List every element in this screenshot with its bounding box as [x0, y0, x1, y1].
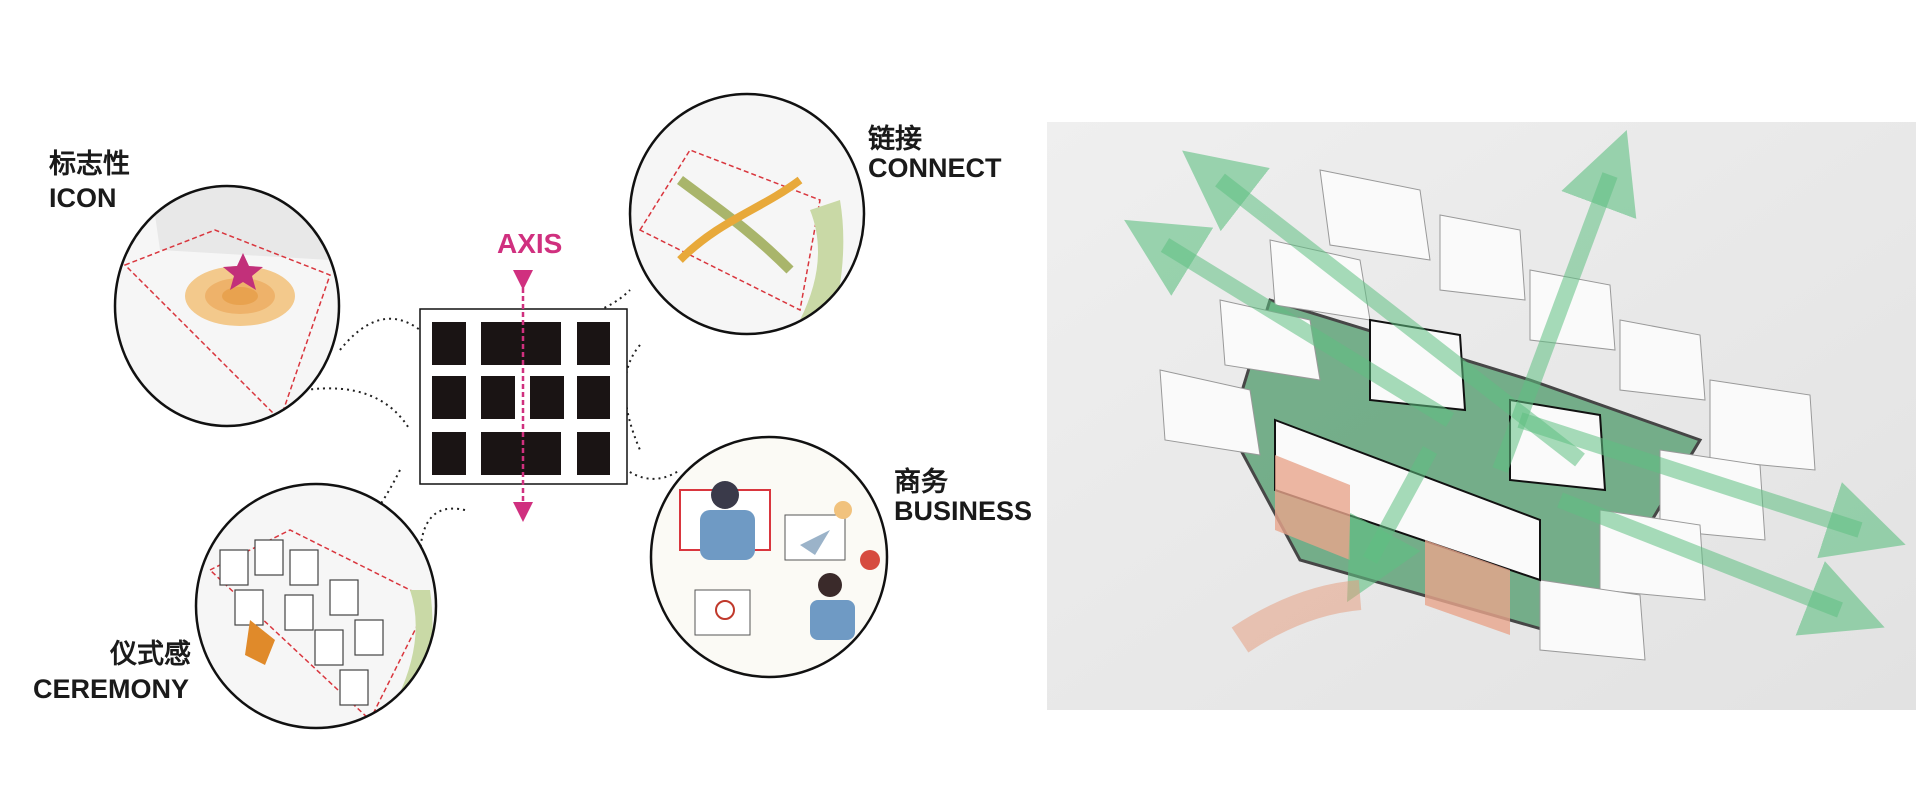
- business-label-cn: 商务: [894, 467, 948, 497]
- connect-label-en: CONNECT: [868, 153, 1002, 183]
- icon-label-cn: 标志性: [49, 149, 130, 179]
- business-label-en: BUSINESS: [894, 496, 1033, 526]
- connect-label-cn: 链接: [868, 124, 922, 154]
- massing-render: [1047, 122, 1916, 710]
- business-illustration: [649, 435, 889, 679]
- ceremony-illustration: [194, 482, 438, 730]
- connect-illustration: [628, 92, 866, 336]
- icon-label-en: ICON: [49, 183, 117, 213]
- axis-grid-diagram: [419, 270, 628, 522]
- axis-label: AXIS: [497, 228, 563, 259]
- icon-illustration: [113, 184, 341, 428]
- ceremony-label-cn: 仪式感: [110, 639, 191, 669]
- ceremony-label-en: CEREMONY: [33, 674, 190, 704]
- star-icon: [223, 253, 263, 290]
